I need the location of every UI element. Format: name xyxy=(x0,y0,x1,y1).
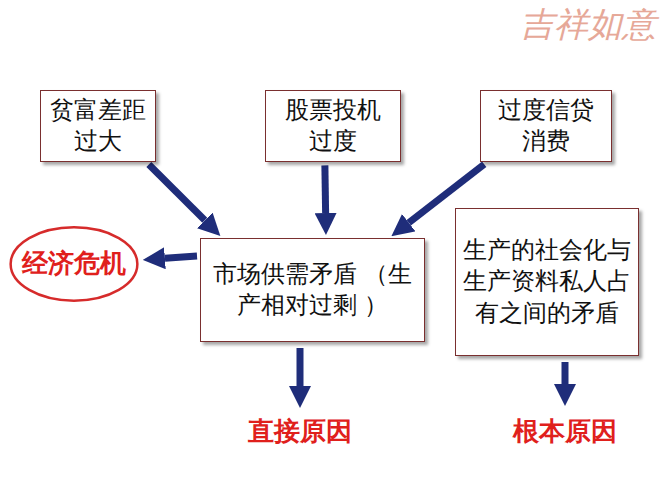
arrow-connector xyxy=(149,164,205,220)
cause-box: 过度信贷 消费 xyxy=(480,90,612,162)
cause-box: 股票投机 过度 xyxy=(265,90,401,162)
node-text: 生产的社会化与生产资料私人占有之间的矛盾 xyxy=(462,235,632,329)
cause-box: 贫富差距 过大 xyxy=(40,90,156,162)
process-box: 市场供需矛盾 （生产相对过剩 ） xyxy=(200,238,425,342)
cause-label: 直接原因 xyxy=(248,414,352,449)
node-text: 贫富差距 过大 xyxy=(47,95,149,157)
arrow-connector xyxy=(321,165,329,213)
ellipse-outline xyxy=(11,227,138,300)
watermark: 吉祥如意 xyxy=(520,2,656,48)
node-text: 过度信贷 消费 xyxy=(487,95,605,157)
down-arrow xyxy=(562,362,569,384)
node-text: 股票投机 过度 xyxy=(272,95,394,157)
down-arrow xyxy=(297,348,304,386)
arrow-connector xyxy=(165,256,197,258)
node-text: 经济危机 xyxy=(22,247,126,281)
node-text: 市场供需矛盾 （生产相对过剩 ） xyxy=(207,259,418,321)
cause-box: 生产的社会化与生产资料私人占有之间的矛盾 xyxy=(455,208,639,356)
result-ellipse: 经济危机 xyxy=(8,225,140,303)
cause-label: 根本原因 xyxy=(513,414,617,449)
